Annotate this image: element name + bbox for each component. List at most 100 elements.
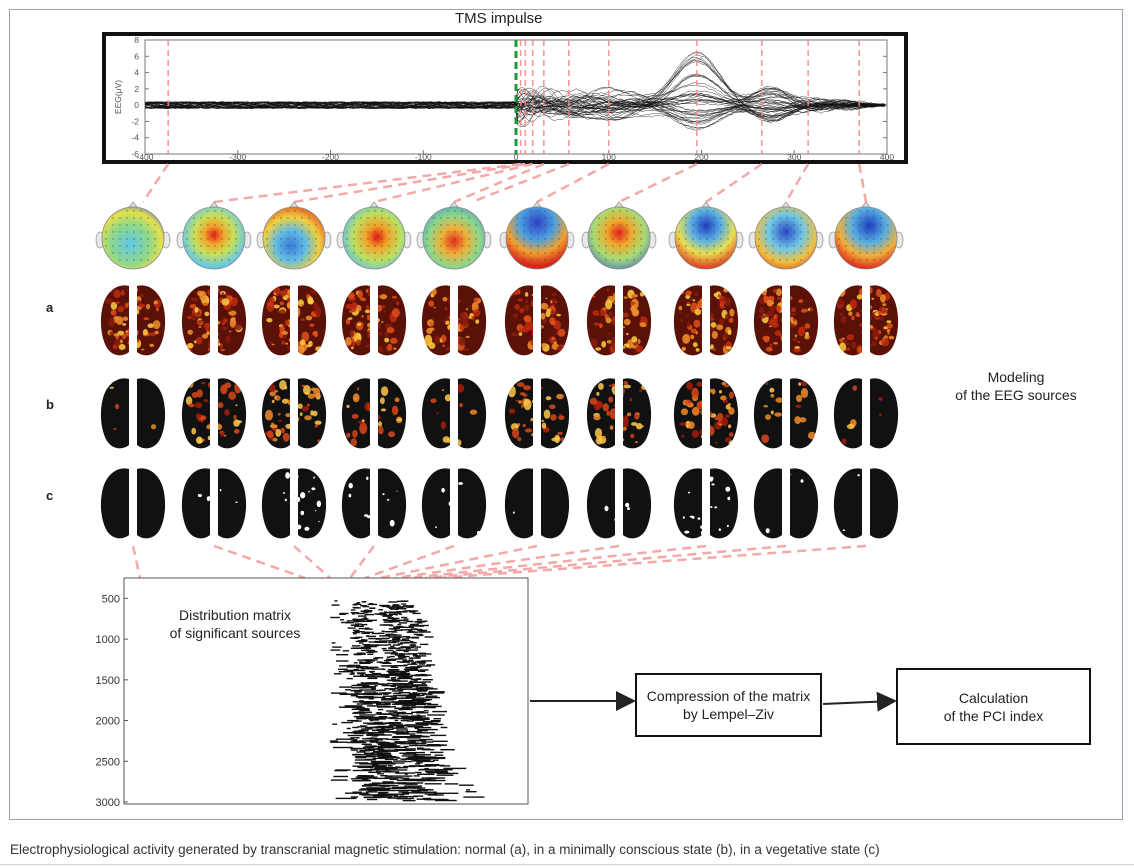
- source-bar: [399, 752, 416, 754]
- source-bar: [412, 655, 427, 657]
- activation-blob: [767, 309, 774, 317]
- electrode: [516, 245, 518, 247]
- source-bar: [365, 660, 375, 662]
- electrode: [772, 245, 774, 247]
- activation-blob: [725, 314, 729, 320]
- source-bar: [411, 791, 421, 793]
- source-bar: [388, 613, 396, 615]
- source-bar: [422, 720, 441, 723]
- electrode: [454, 259, 456, 261]
- electrode: [713, 217, 715, 219]
- activation-blob: [275, 428, 282, 437]
- electrode: [186, 231, 188, 233]
- electrode: [133, 245, 135, 247]
- source-bar: [384, 777, 403, 779]
- activation-blob: [197, 494, 202, 497]
- activation-blob: [795, 404, 802, 408]
- source-bar: [380, 614, 387, 616]
- activation-blob: [307, 296, 314, 305]
- source-bar: [404, 610, 411, 612]
- hemisphere-left: [673, 468, 702, 539]
- activation-blob: [709, 476, 713, 482]
- electrode: [852, 238, 854, 240]
- source-bar: [372, 782, 380, 784]
- source-bar: [353, 708, 359, 710]
- source-bar: [341, 621, 350, 624]
- electrode: [433, 217, 435, 219]
- modeling-line-2: of the EEG sources: [955, 387, 1077, 403]
- modeling-line-1: Modeling: [987, 369, 1045, 385]
- activation-blob: [590, 295, 596, 299]
- electrode: [873, 252, 875, 254]
- source-bar: [433, 718, 442, 720]
- electrode: [765, 238, 767, 240]
- electrode: [287, 245, 289, 247]
- activation-blob: [799, 417, 807, 423]
- activation-blob: [594, 289, 598, 293]
- electrode: [294, 259, 296, 261]
- electrode: [395, 231, 397, 233]
- activation-blob: [444, 394, 452, 402]
- activation-blob: [722, 399, 728, 404]
- electrode: [207, 210, 209, 212]
- source-bar: [376, 753, 392, 755]
- activation-blob: [708, 332, 710, 334]
- activation-blob: [468, 316, 473, 320]
- electrode: [207, 231, 209, 233]
- electrode: [852, 245, 854, 247]
- activation-blob: [838, 338, 844, 342]
- source-bar: [426, 771, 449, 774]
- activation-blob: [839, 312, 844, 316]
- electrode: [678, 245, 680, 247]
- electrode: [440, 224, 442, 226]
- topo-nose: [532, 201, 542, 208]
- source-bar: [419, 669, 429, 671]
- electrode: [758, 238, 760, 240]
- activation-blob: [758, 306, 765, 315]
- activation-blob: [113, 333, 119, 337]
- activation-blob: [765, 382, 769, 386]
- electrode: [537, 217, 539, 219]
- source-bar: [343, 670, 350, 672]
- source-bar: [394, 684, 403, 686]
- electrode: [772, 259, 774, 261]
- source-bar: [384, 652, 398, 654]
- activation-blob: [109, 331, 114, 336]
- source-bar: [405, 757, 414, 759]
- electrode: [301, 210, 303, 212]
- activation-blob: [279, 380, 287, 390]
- electrode: [509, 245, 511, 247]
- activation-blob: [633, 294, 638, 298]
- hemisphere-left: [753, 468, 782, 539]
- source-bar: [363, 752, 375, 754]
- electrode: [779, 252, 781, 254]
- link-brain-to-matrix-4: [364, 544, 455, 580]
- electrode: [454, 252, 456, 254]
- source-bar: [365, 647, 369, 650]
- activation-blob: [203, 399, 208, 403]
- source-bar: [379, 640, 391, 642]
- electrode: [154, 252, 156, 254]
- brain-b-5: [504, 378, 570, 449]
- activation-blob: [531, 293, 535, 296]
- activation-blob: [809, 307, 813, 312]
- source-bar: [357, 640, 368, 642]
- source-bar: [377, 750, 399, 752]
- source-bar: [394, 749, 410, 751]
- source-bar: [405, 626, 414, 629]
- activation-blob: [460, 313, 465, 317]
- electrode: [140, 217, 142, 219]
- activation-blob: [723, 384, 730, 388]
- activation-blob: [550, 414, 557, 421]
- source-bar: [361, 794, 378, 796]
- electrode: [360, 238, 362, 240]
- activation-blob: [694, 292, 699, 297]
- activation-blob: [611, 292, 614, 295]
- electrode: [433, 231, 435, 233]
- source-bar: [389, 688, 395, 691]
- activation-blob: [721, 417, 728, 427]
- activation-blob: [720, 306, 726, 309]
- source-bar: [403, 664, 408, 666]
- activation-blob: [525, 304, 530, 311]
- activation-blob: [435, 526, 437, 529]
